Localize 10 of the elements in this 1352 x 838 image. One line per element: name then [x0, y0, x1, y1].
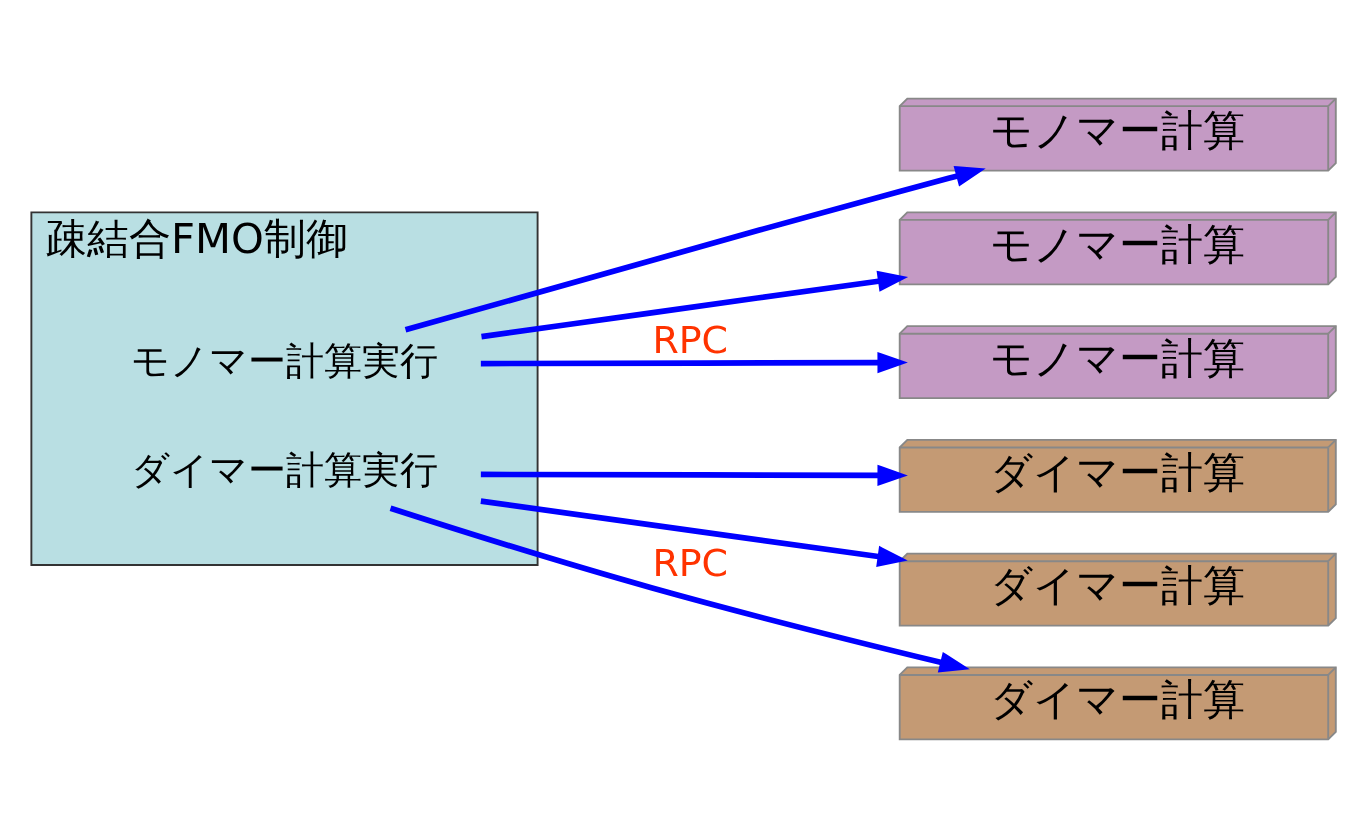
arrow	[480, 498, 908, 567]
arrow	[404, 165, 986, 333]
arrow	[480, 464, 908, 486]
arrow	[481, 270, 909, 340]
arrow	[480, 352, 908, 374]
arrow	[389, 505, 970, 673]
edge-label: RPC	[652, 317, 729, 362]
edge-label: RPC	[652, 541, 729, 586]
node-text: モノマー計算実行	[130, 338, 438, 383]
node-text: ダイマー計算実行	[130, 448, 438, 493]
